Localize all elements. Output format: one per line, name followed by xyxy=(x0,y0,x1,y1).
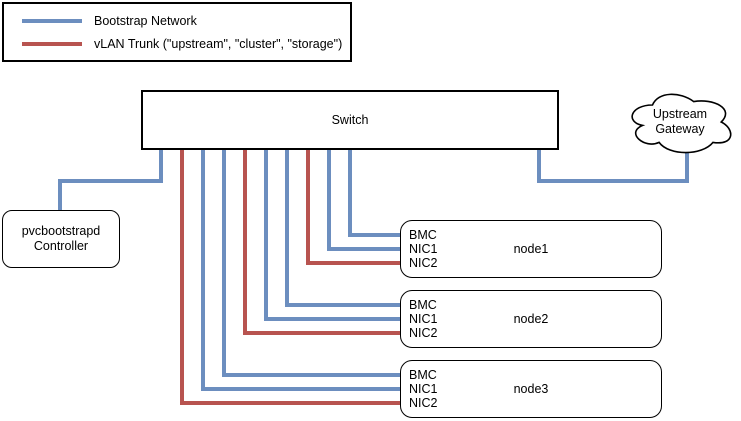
port-label-nic1: NIC1 xyxy=(409,242,438,256)
node-name: node3 xyxy=(513,382,549,396)
connection-switch-node3-nic1 xyxy=(201,148,403,391)
switch-label: Switch xyxy=(331,113,369,127)
port-label-bmc: BMC xyxy=(409,228,437,242)
connection-switch-node2-bmc xyxy=(285,148,403,307)
legend-item-bootstrap: Bootstrap Network xyxy=(22,13,350,28)
upstream-gateway-cloud: Upstream Gateway xyxy=(625,88,735,156)
port-label-nic1: NIC1 xyxy=(409,382,438,396)
bootstrap-network-line-swatch xyxy=(22,18,82,23)
legend-box: Bootstrap Network vLAN Trunk ("upstream"… xyxy=(2,2,352,62)
port-label-nic2: NIC2 xyxy=(409,256,438,270)
controller-box: pvcbootstrapd Controller xyxy=(2,210,120,268)
switch-box: Switch xyxy=(141,90,559,150)
node1-ports: BMC NIC1 NIC2 xyxy=(409,228,437,270)
port-label-nic2: NIC2 xyxy=(409,326,438,340)
connection-switch-node3-bmc xyxy=(222,148,403,377)
port-label-bmc: BMC xyxy=(409,298,437,312)
node3-ports: BMC NIC1 NIC2 xyxy=(409,368,437,410)
connection-switch-node1-bmc xyxy=(348,148,403,237)
cloud-icon xyxy=(631,93,732,154)
connection-switch-node3-nic2 xyxy=(180,148,403,405)
port-label-nic2: NIC2 xyxy=(409,396,438,410)
upstream-gateway-label: Upstream Gateway xyxy=(652,107,708,136)
node-box-node2: BMC NIC1 NIC2 node2 xyxy=(400,290,662,348)
vlan-trunk-line-swatch xyxy=(22,41,82,46)
node-name: node1 xyxy=(513,242,549,256)
legend-label-vlan-trunk: vLAN Trunk ("upstream", "cluster", "stor… xyxy=(94,36,343,51)
connection-switch-node2-nic2 xyxy=(243,148,403,335)
connection-switch-controller xyxy=(58,148,163,213)
port-label-bmc: BMC xyxy=(409,368,437,382)
connection-switch-node1-nic2 xyxy=(306,148,403,265)
legend-label-bootstrap: Bootstrap Network xyxy=(94,13,197,28)
legend-item-vlan-trunk: vLAN Trunk ("upstream", "cluster", "stor… xyxy=(22,36,350,51)
controller-label: pvcbootstrapd Controller xyxy=(21,224,101,253)
port-label-nic1: NIC1 xyxy=(409,312,438,326)
connection-switch-node2-nic1 xyxy=(264,148,403,321)
connection-switch-node1-nic1 xyxy=(327,148,403,251)
node-box-node1: BMC NIC1 NIC2 node1 xyxy=(400,220,662,278)
node-box-node3: BMC NIC1 NIC2 node3 xyxy=(400,360,662,418)
connection-switch-upstream-gateway xyxy=(537,148,689,183)
node-name: node2 xyxy=(513,312,549,326)
node2-ports: BMC NIC1 NIC2 xyxy=(409,298,437,340)
